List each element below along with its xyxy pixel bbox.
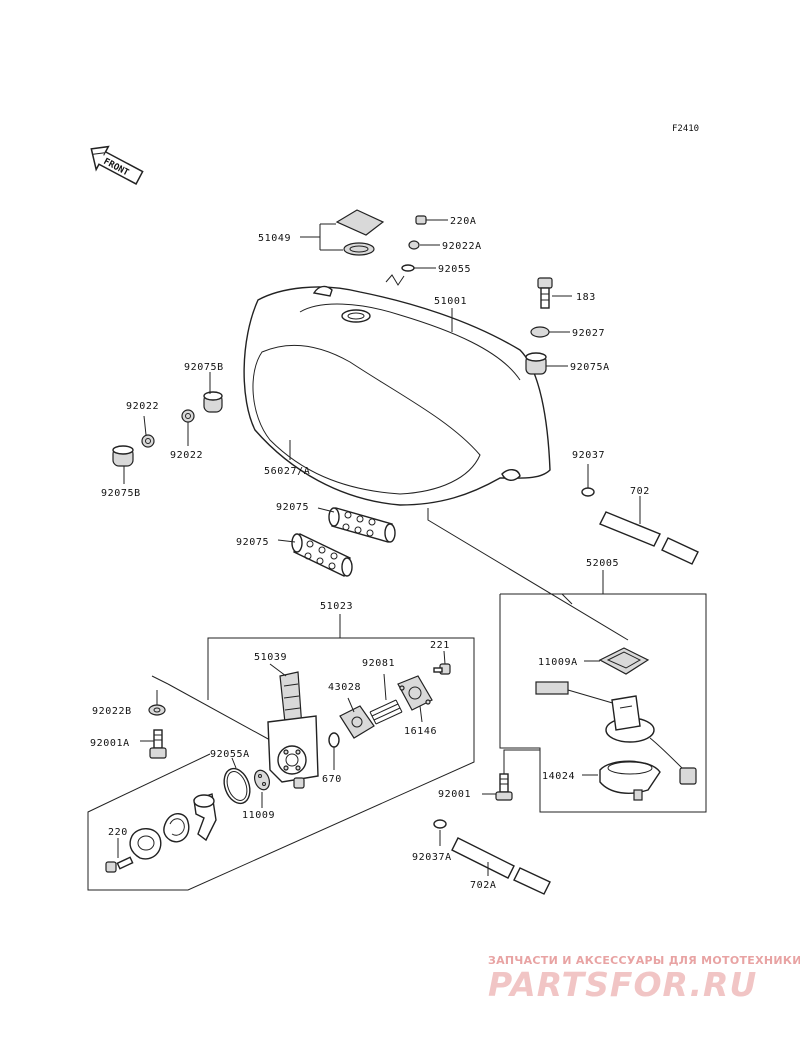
- label-14024: 14024: [542, 771, 575, 782]
- spring-92081: [369, 673, 403, 725]
- label-92022A: 92022A: [442, 241, 482, 252]
- screw-221: [433, 650, 451, 675]
- oring-92055A: [223, 757, 251, 805]
- label-92055: 92055: [438, 264, 471, 275]
- bolt-92001: [482, 749, 540, 801]
- clip-92055: [385, 264, 436, 286]
- front-arrow-icon: FRONT: [90, 145, 144, 185]
- pump-assembly-box: [499, 570, 707, 813]
- hose-702: [599, 496, 699, 565]
- label-92075B-bottom: 92075B: [101, 488, 141, 499]
- cap-plate-51049: [300, 209, 385, 256]
- gasket-11009A: [584, 647, 650, 675]
- label-221: 221: [430, 640, 450, 651]
- washer-92027: [530, 326, 570, 338]
- figure-code: F2410: [672, 124, 699, 134]
- watermark-tagline: ЗАПЧАСТИ И АКСЕССУАРЫ ДЛЯ МОТОТЕХНИКИ: [488, 954, 800, 967]
- leader-tank-to-pump: [427, 508, 629, 641]
- label-92027: 92027: [572, 328, 605, 339]
- label-92075-bottom: 92075: [236, 537, 269, 548]
- label-702A: 702A: [470, 880, 496, 891]
- label-56027: 56027/A: [264, 466, 310, 477]
- label-92055A: 92055A: [210, 749, 250, 760]
- nut-92022-left: [141, 415, 155, 448]
- label-92022-mid: 92022: [170, 450, 203, 461]
- label-92001: 92001: [438, 789, 471, 800]
- fuel-tank: [243, 285, 551, 506]
- clip-92037A: [433, 819, 447, 846]
- nut-92022A: [408, 240, 440, 250]
- diaphragm-43028: [339, 697, 375, 739]
- cover-16146: [397, 675, 433, 723]
- label-11009: 11009: [242, 810, 275, 821]
- label-92081: 92081: [362, 658, 395, 669]
- label-702: 702: [630, 486, 650, 497]
- screw-220: [105, 838, 134, 873]
- label-92075-top: 92075: [276, 502, 309, 513]
- washer-92022B: [148, 690, 166, 716]
- label-16146: 16146: [404, 726, 437, 737]
- watermark-logo: PARTSFOR.RU: [488, 965, 757, 1004]
- fuel-level-sensor: [535, 681, 697, 785]
- tap-lever-parts: [129, 793, 217, 860]
- label-51001: 51001: [434, 296, 467, 307]
- label-92022-left: 92022: [126, 401, 159, 412]
- clip-92037: [581, 464, 595, 497]
- label-51049: 51049: [258, 233, 291, 244]
- label-92075B-top: 92075B: [184, 362, 224, 373]
- label-670: 670: [322, 774, 342, 785]
- label-92001A: 92001A: [90, 738, 130, 749]
- label-92037A: 92037A: [412, 852, 452, 863]
- grommet-92075-lower: [277, 533, 353, 577]
- bolt-183: [537, 277, 572, 309]
- grommet-92075-upper: [317, 507, 396, 543]
- label-43028: 43028: [328, 682, 361, 693]
- label-220: 220: [108, 827, 128, 838]
- screw-220A: [415, 215, 448, 225]
- filter-11009: [253, 769, 271, 808]
- label-51023: 51023: [320, 601, 353, 612]
- label-92037: 92037: [572, 450, 605, 461]
- fuel-tap-51039: [267, 663, 319, 789]
- damper-92075A: [525, 352, 568, 375]
- bolt-92001A: [140, 729, 167, 759]
- label-52005: 52005: [586, 558, 619, 569]
- hose-702A: [451, 837, 551, 895]
- oring-670: [328, 732, 340, 770]
- label-183: 183: [576, 292, 596, 303]
- damper-92075B-lower: [112, 445, 134, 484]
- label-11009A: 11009A: [538, 657, 578, 668]
- label-92022B: 92022B: [92, 706, 132, 717]
- label-92075A: 92075A: [570, 362, 610, 373]
- bracket-14024: [582, 760, 661, 801]
- damper-92075B-upper: [203, 372, 223, 413]
- label-51039: 51039: [254, 652, 287, 663]
- label-220A: 220A: [450, 216, 476, 227]
- nut-92022-mid: [181, 409, 195, 446]
- fuel-tap-assembly-box: [87, 614, 475, 891]
